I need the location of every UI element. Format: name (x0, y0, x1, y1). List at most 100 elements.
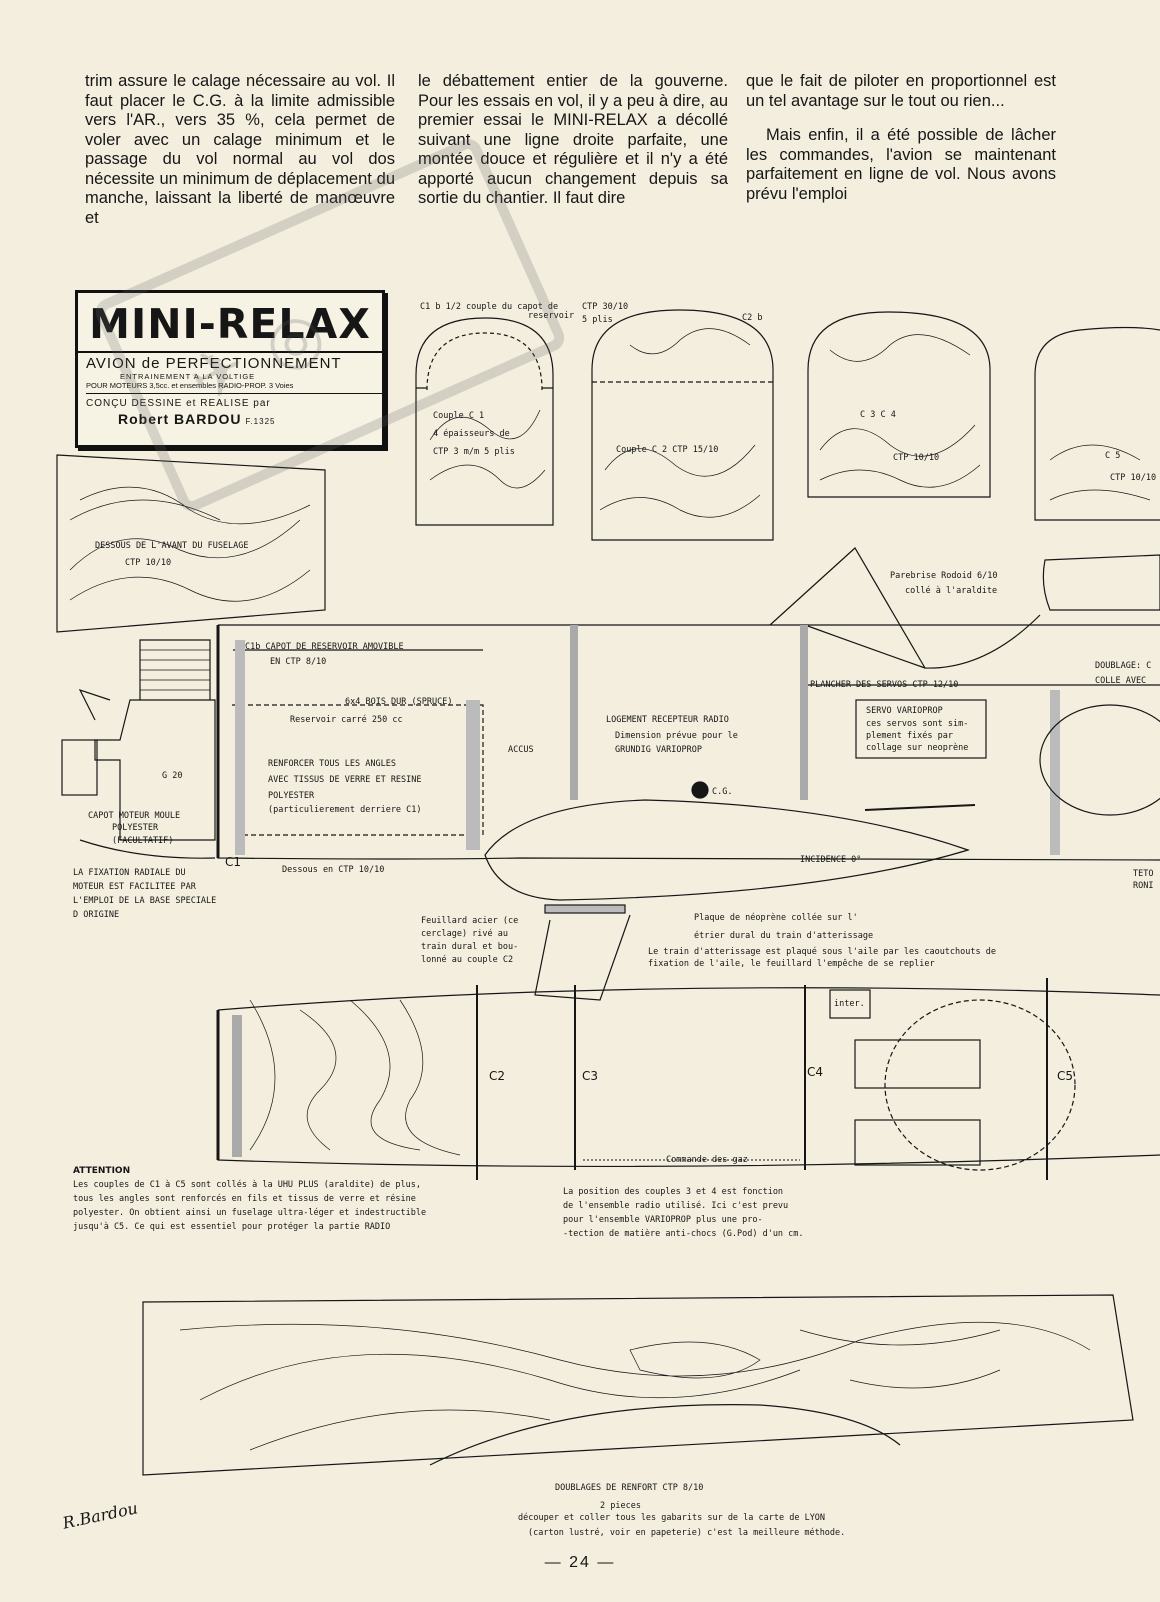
fuel-tank (232, 704, 484, 836)
label: ATTENTION (73, 1166, 130, 1176)
label: ACCUS (508, 745, 534, 755)
label: DOUBLAGES DE RENFORT CTP 8/10 (555, 1483, 703, 1493)
label: lonné au couple C2 (421, 954, 513, 965)
page-number: — 24 — (544, 1554, 616, 1571)
label: DOUBLAGE: C (1095, 661, 1151, 671)
landing-gear (534, 914, 631, 1001)
cg-marker (691, 781, 709, 799)
label: DESSOUS DE L'AVANT DU FUSELAGE (95, 541, 249, 551)
wood-grain (1049, 444, 1151, 501)
label: pour l'ensemble VARIOPROP plus une pro- (563, 1215, 763, 1225)
former-c2 (591, 309, 774, 541)
fuselage-side-outline (217, 624, 1160, 861)
label: L'EMPLOI DE LA BASE SPECIALE (73, 896, 216, 906)
article-paragraph: que le fait de piloter en proportionnel … (746, 72, 1056, 110)
label: C 5 (1105, 451, 1120, 461)
label: jusqu'à C5. Ce qui est essentiel pour pr… (73, 1221, 390, 1232)
servo-box (855, 699, 987, 759)
label: polyester. On obtient ainsi un fuselage … (73, 1207, 426, 1218)
label: TETO (1133, 869, 1153, 879)
former-c1-section (235, 640, 245, 855)
label: PLANCHER DES SERVOS CTP 12/10 (810, 680, 958, 690)
reinforcement-doubler (142, 1294, 1134, 1476)
label: (FACULTATIF) (112, 836, 173, 846)
former-c5 (1034, 326, 1160, 521)
servo-top-1 (854, 1039, 981, 1089)
label: 2 pieces (600, 1501, 641, 1511)
label: G 20 (162, 771, 182, 781)
label: 5 plis (582, 315, 613, 325)
plan-credit: CONÇU DESSINE et REALISE par (86, 398, 271, 409)
former-c5-section (1050, 690, 1060, 855)
windshield (769, 547, 926, 669)
label: C2 (489, 1069, 505, 1083)
article-column-1: trim assure le calage nécessaire au vol.… (85, 72, 395, 243)
label: 6x4 BOIS DUR (SPRUCE) (345, 697, 452, 707)
label: RENFORCER TOUS LES ANGLES (268, 759, 396, 769)
article-column-3: que le fait de piloter en proportionnel … (746, 72, 1056, 219)
label: Dimension prévue pour le (615, 730, 738, 741)
label: ces servos sont sim- (866, 719, 968, 729)
wood-grain (819, 334, 981, 488)
label: CTP 10/10 (1110, 473, 1156, 483)
label: Parebrise Rodoid 6/10 (890, 571, 997, 581)
servo-top-2 (854, 1119, 981, 1166)
label: Le train d'atterissage est plaqué sous l… (648, 946, 996, 957)
label: POLYESTER (112, 823, 159, 833)
article-paragraph: trim assure le calage nécessaire au vol.… (85, 72, 395, 227)
wood-grain (249, 999, 461, 1156)
label: Feuillard acier (ce (421, 916, 518, 926)
label: D ORIGINE (73, 910, 119, 920)
label: Couple C 1 (433, 411, 484, 421)
label: C2 b (742, 313, 762, 323)
label: reservoir (528, 311, 574, 321)
switch-box (829, 989, 871, 1019)
label: train dural et bou- (421, 942, 518, 952)
former-c4-section (800, 625, 808, 800)
label: C1b CAPOT DE RESERVOIR AMOVIBLE (245, 642, 404, 652)
neoprene-plate (544, 904, 626, 914)
label: Les couples de C1 à C5 sont collés à la … (73, 1179, 421, 1190)
fin-root (1042, 554, 1160, 611)
former-c1 (415, 317, 554, 526)
label: (particulierement derriere C1) (268, 805, 422, 815)
label: POLYESTER (268, 791, 315, 801)
label: CTP 10/10 (893, 453, 939, 463)
wood-grain (429, 409, 546, 489)
label: -tection de matière anti-chocs (G.Pod) d… (563, 1228, 804, 1239)
label: 4 épaisseurs de (433, 428, 510, 439)
label: GRUNDIG VARIOPROP (615, 745, 702, 755)
label: de l'ensemble radio utilisé. Ici c'est p… (563, 1200, 788, 1211)
label: LA FIXATION RADIALE DU (73, 868, 186, 878)
label: C.G. (712, 787, 732, 797)
author-code: F.1325 (245, 417, 276, 426)
top-formers (476, 978, 1048, 1180)
label: Couple C 2 CTP 15/10 (616, 445, 718, 455)
label: découper et coller tous les gabarits sur… (518, 1512, 825, 1523)
spinner-hub (61, 739, 98, 796)
wood-grain (599, 328, 761, 518)
former-c3-section (570, 625, 578, 800)
wing-section (484, 799, 970, 901)
label: C 3 C 4 (860, 410, 896, 420)
label: C1 b 1/2 couple du capot de (420, 302, 558, 312)
label: collage sur neoprène (866, 742, 968, 753)
radio-ellipse (1039, 704, 1160, 816)
label: La position des couples 3 et 4 est fonct… (563, 1187, 783, 1197)
label: plement fixés par (866, 730, 953, 741)
label: CTP 3 m/m 5 plis (433, 447, 515, 457)
pushrod (864, 804, 976, 811)
label: COLLE AVEC (1095, 676, 1146, 686)
front-bottom-panel (56, 454, 326, 633)
label: SERVO VARIOPROP (866, 706, 943, 716)
plan-line: ENTRAINEMENT A LA VOLTIGE (120, 372, 256, 381)
former-c2-section (466, 700, 480, 850)
cooling-fins (140, 649, 210, 691)
canopy-line (804, 614, 1041, 669)
doubler-wing-cutout (429, 1404, 901, 1466)
label: CAPOT MOTEUR MOULE (88, 811, 180, 821)
article-column-2: le débattement entier de la gouverne. Po… (418, 72, 728, 224)
radio-top-ellipse (884, 999, 1076, 1171)
label: C3 (582, 1069, 598, 1083)
